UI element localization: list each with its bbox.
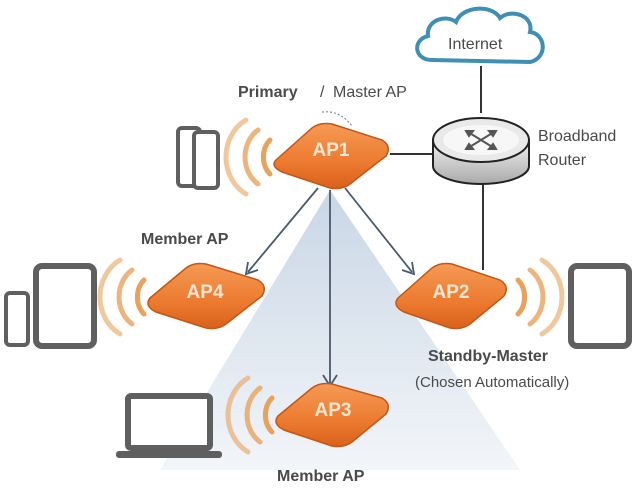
internet-cloud-icon (415, 6, 545, 65)
arrow-ap1-ap2 (344, 187, 416, 276)
ap1-label: AP1 (312, 140, 350, 161)
wifi-waves-ap3 (225, 375, 275, 455)
router-label-line1: Broadband (538, 128, 617, 145)
primary-label-pointer (321, 111, 353, 127)
broadband-router-icon (432, 117, 530, 185)
master-ap-label: Master AP (333, 84, 407, 101)
ap3-label: AP3 (314, 400, 352, 421)
phone-icon (192, 130, 220, 190)
internet-label: Internet (448, 36, 503, 53)
arrow-ap1-ap4 (244, 187, 319, 276)
tablet-icon (33, 263, 97, 349)
primary-label: Primary (238, 84, 298, 101)
standby-master-sublabel: (Chosen Automatically) (415, 374, 570, 391)
ap1-device[interactable] (273, 122, 389, 190)
ap3-device[interactable] (275, 382, 389, 448)
ap2-device[interactable] (395, 262, 507, 330)
ap4-device[interactable] (147, 262, 265, 330)
ap2-label: AP2 (432, 282, 470, 303)
member-ap-label-left: Member AP (141, 231, 229, 248)
tablet-icon (568, 263, 632, 349)
primary-label-separator: / (320, 84, 325, 101)
standby-master-label: Standby-Master (428, 348, 549, 365)
member-ap-label-bottom: Member AP (277, 468, 365, 485)
wifi-waves-ap1 (223, 117, 273, 197)
laptop-icon (116, 393, 222, 458)
wifi-waves-ap4 (97, 257, 147, 337)
phone-icon (4, 291, 30, 347)
ap4-label: AP4 (186, 282, 224, 303)
router-label-line2: Router (538, 152, 587, 169)
wifi-waves-ap2 (515, 257, 565, 337)
